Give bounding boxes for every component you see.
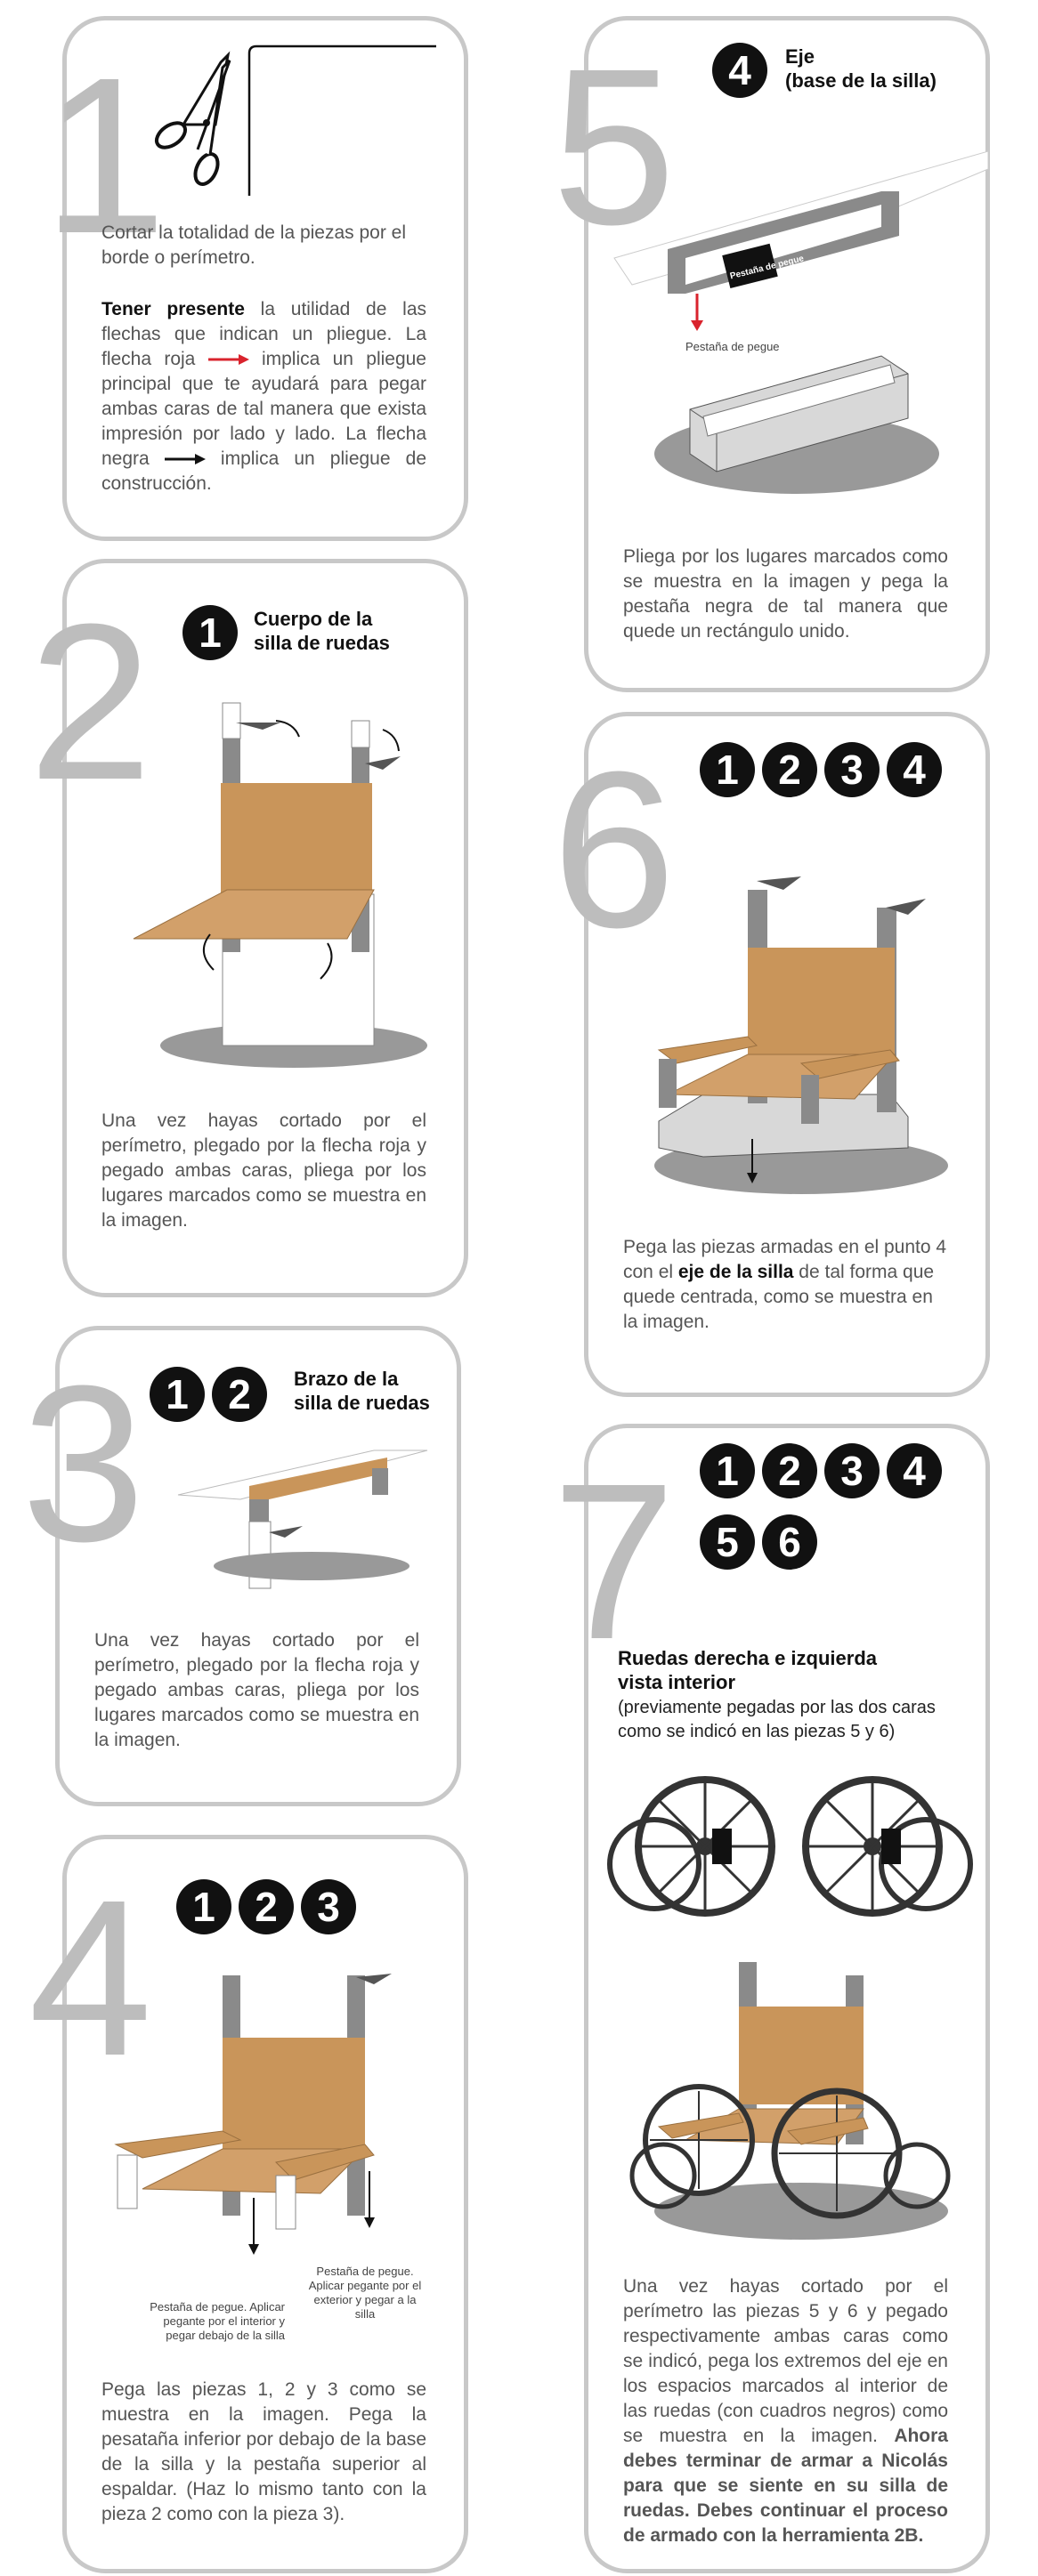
step-3-piece-badges: 1 2 [150,1367,267,1422]
chair-on-axle-illustration [623,872,979,1210]
step-1-instructions: Tener presente la utilidad de las flecha… [101,297,426,497]
step-1-bold-lead: Tener presente [101,299,245,319]
piece-badge: 3 [301,1879,356,1934]
piece-badge: 4 [887,1443,942,1498]
step-2-title-line2: silla de ruedas [254,631,390,655]
step-6-piece-badges: 1 2 3 4 [700,742,942,797]
step-7-title-line1: Ruedas derecha e izquierda [618,1646,877,1670]
step-2-title-line1: Cuerpo de la [254,607,372,631]
step-5-piece-badges: 4 [712,43,767,98]
black-arrow-icon [165,453,206,465]
step-4-note-right: Pestaña de pegue. Aplicar pegante por el… [307,2265,423,2322]
step-7-text: Una vez hayas cortado por el perímetro l… [623,2274,948,2548]
step-7-piece-badges-row1: 1 2 3 4 [700,1443,942,1498]
step-6-text: Pega las piezas armadas en el punto 4 co… [623,1235,948,1335]
step-7-piece-badges-row2: 5 6 [700,1514,817,1570]
step-3-text: Una vez hayas cortado por el perímetro, … [94,1628,419,1753]
step-7-text-main: Una vez hayas cortado por el perímetro l… [623,2276,948,2446]
piece-badge: 4 [887,742,942,797]
piece-badge: 2 [239,1879,294,1934]
piece-badge: 3 [824,742,880,797]
step-7-title-line2: vista interior [618,1670,735,1694]
piece-badge: 1 [700,1443,755,1498]
step-7-number: 7 [552,1450,672,1673]
piece-badge: 2 [762,742,817,797]
piece-badge: 1 [176,1879,231,1934]
armrest-illustration [169,1433,436,1593]
piece-badge: 1 [700,742,755,797]
piece-badge: 3 [824,1443,880,1498]
step-3-title-line1: Brazo de la [294,1367,398,1391]
chair-body-illustration [125,667,454,1086]
piece-badge: 1 [182,605,238,660]
piece-badge: 5 [700,1514,755,1570]
step-5-text: Pliega por los lugares marcados como se … [623,545,948,644]
step-4-piece-badges: 1 2 3 [176,1879,356,1934]
left-wheel-pair [610,1780,772,1913]
scissors-cut-illustration [151,36,436,205]
red-arrow-icon [208,353,249,366]
piece-badge: 6 [762,1514,817,1570]
piece-badge: 4 [712,43,767,98]
wheels-illustration [605,1766,979,1926]
step-2-piece-badges: 1 [182,605,238,660]
step-6-text-bold: eje de la silla [678,1262,794,1282]
axle-folding-illustration: Pestaña de pegue [614,142,988,356]
step-2-text: Una vez hayas cortado por el perímetro, … [101,1109,426,1233]
step-5-title-line1: Eje [785,44,815,69]
right-wheel-pair [806,1780,970,1913]
step-4-text: Pega las piezas 1, 2 y 3 como se muestra… [101,2378,426,2527]
chair-assembly-illustration [107,1958,445,2260]
step-7-subtitle: (previamente pegadas por las dos caras c… [618,1696,965,1744]
step-5-title-line2: (base de la silla) [785,69,937,93]
step-3-number: 3 [21,1353,142,1575]
piece-badge: 2 [762,1443,817,1498]
piece-badge: 2 [212,1367,267,1422]
step-3-title-line2: silla de ruedas [294,1391,430,1415]
axle-rectangle-illustration [623,347,979,507]
assembled-wheelchair-illustration [623,1953,979,2247]
step-4-note-left: Pestaña de pegue. Aplicar pegante por el… [147,2300,285,2343]
piece-badge: 1 [150,1367,205,1422]
step-1-intro: Cortar la totalidad de la piezas por el … [101,221,426,271]
